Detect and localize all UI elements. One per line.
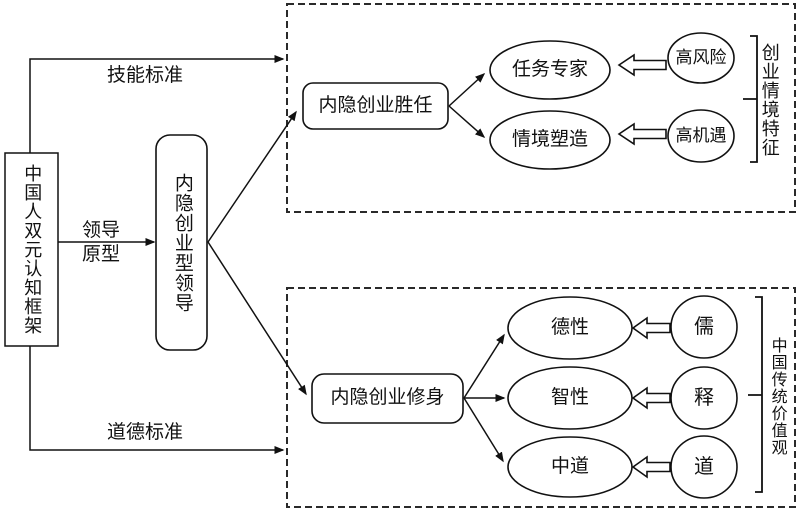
left-box [4, 152, 59, 347]
arrow-to-virtue [463, 333, 505, 399]
moral-standard-arrow [29, 346, 285, 454]
block-arrow-opportunity-icon [617, 122, 667, 146]
leader-prototype-label-line2: 原型 [81, 244, 120, 265]
skill-standard-arrow [29, 55, 285, 153]
left-box-label: 中国人双元认知框架 [22, 164, 43, 335]
skill-standard-label: 技能标准 [106, 65, 183, 86]
fan-arrow-to-competence [207, 110, 297, 243]
center-box-label: 内隐创业型领导 [171, 172, 193, 313]
high-opportunity-circle [667, 109, 735, 163]
block-arrow-taoist-icon [631, 455, 671, 479]
buddhist-circle [670, 366, 738, 430]
cultivation-bracket-label: 中国传统价值观 [768, 336, 786, 456]
leader-prototype-label-line1: 领导 [81, 220, 120, 241]
buddhist-label: 释 [694, 387, 714, 409]
competence-bracket-label: 创业情境特征 [759, 43, 780, 157]
virtue-label: 德性 [550, 316, 589, 338]
competence-hub-box [302, 82, 449, 130]
high-risk-circle [667, 32, 735, 84]
moral-standard-label: 道德标准 [106, 422, 183, 443]
task-expert-ellipse [489, 40, 611, 100]
wisdom-label: 智性 [550, 386, 589, 408]
competence-dashed-region [286, 3, 796, 213]
context-shaping-ellipse [489, 110, 611, 170]
competence-bracket [743, 35, 758, 163]
arrow-to-middle-way [463, 397, 504, 463]
confucian-circle [670, 295, 738, 359]
block-arrow-risk-icon [617, 53, 667, 77]
arrow-to-task-expert [448, 72, 486, 107]
cultivation-hub-box [311, 373, 464, 424]
taoist-label: 道 [694, 456, 714, 478]
competence-hub-label: 内隐创业胜任 [318, 94, 433, 116]
center-box [155, 134, 208, 351]
task-expert-label: 任务专家 [511, 58, 588, 80]
confucian-label: 儒 [694, 316, 714, 338]
block-arrow-confucian-icon [631, 316, 671, 340]
arrow-to-context-shaping [448, 105, 486, 138]
leader-prototype-label: 领导 原型 [76, 219, 126, 267]
high-risk-label: 高风险 [675, 47, 727, 67]
middle-way-label: 中道 [550, 455, 589, 477]
cultivation-bracket [748, 296, 763, 493]
block-arrow-buddhist-icon [631, 386, 671, 410]
cultivation-dashed-region [286, 287, 796, 508]
high-opportunity-label: 高机遇 [675, 125, 727, 145]
taoist-circle [670, 435, 738, 499]
fan-arrow-to-cultivation [207, 241, 307, 396]
context-shaping-label: 情境塑造 [511, 128, 588, 150]
cultivation-hub-label: 内隐创业修身 [330, 387, 445, 409]
